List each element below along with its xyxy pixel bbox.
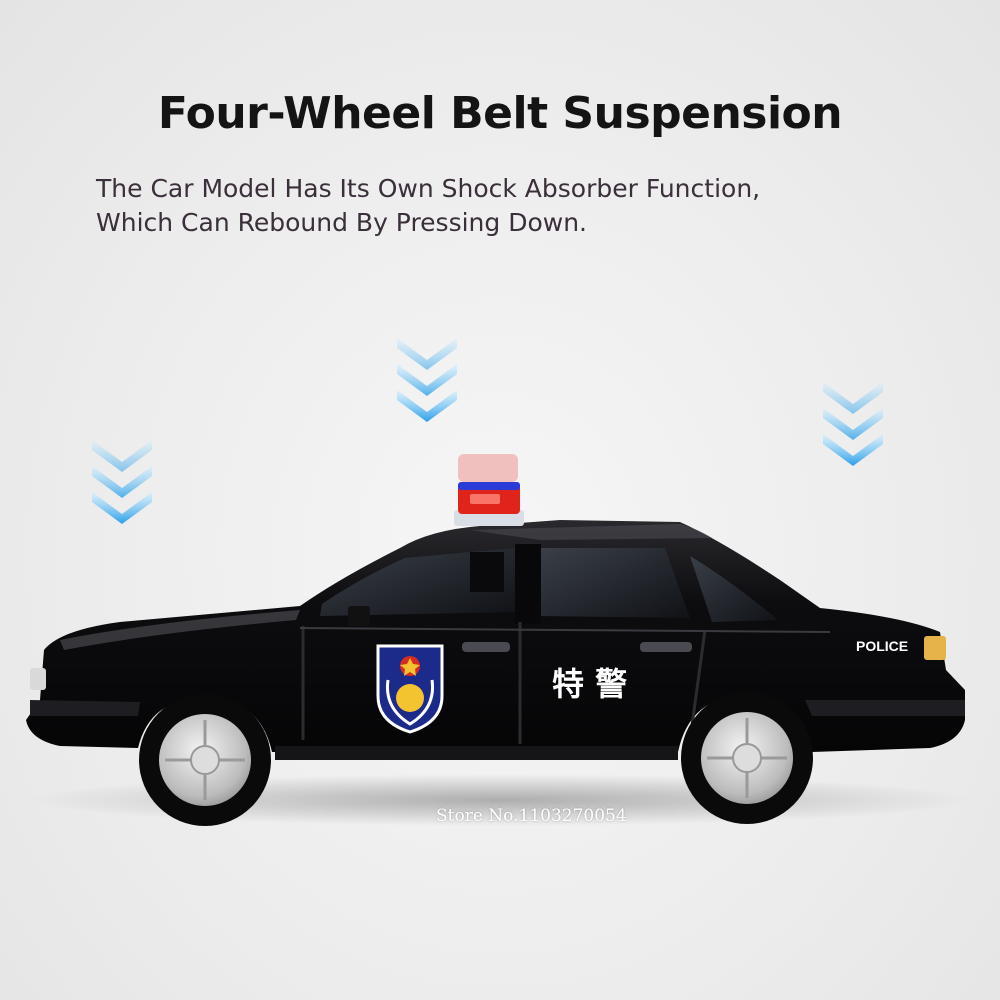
side-label: POLICE xyxy=(856,638,908,654)
rear-window xyxy=(540,548,690,618)
headlight xyxy=(30,668,46,690)
rear-wheel xyxy=(681,692,813,824)
subtitle-line-1: The Car Model Has Its Own Shock Absorber… xyxy=(96,174,761,203)
down-arrow-icon xyxy=(823,382,883,466)
down-arrow-icon xyxy=(92,440,152,524)
subtitle: The Car Model Has Its Own Shock Absorber… xyxy=(96,172,916,240)
front-wheel xyxy=(139,694,271,826)
tail-light xyxy=(924,636,946,660)
police-emblem-icon xyxy=(376,644,444,734)
car-body xyxy=(26,520,965,752)
police-car: POLICE 特 警 xyxy=(26,454,965,826)
quarter-window xyxy=(690,556,778,622)
headline: Four-Wheel Belt Suspension xyxy=(157,88,843,139)
store-watermark: Store No.1103270054 xyxy=(436,806,627,826)
siren-light-icon xyxy=(454,454,524,526)
front-window xyxy=(320,548,515,616)
door-label: 特 警 xyxy=(552,665,627,703)
down-arrow-icon xyxy=(397,338,457,422)
subtitle-line-2: Which Can Rebound By Pressing Down. xyxy=(96,208,587,237)
